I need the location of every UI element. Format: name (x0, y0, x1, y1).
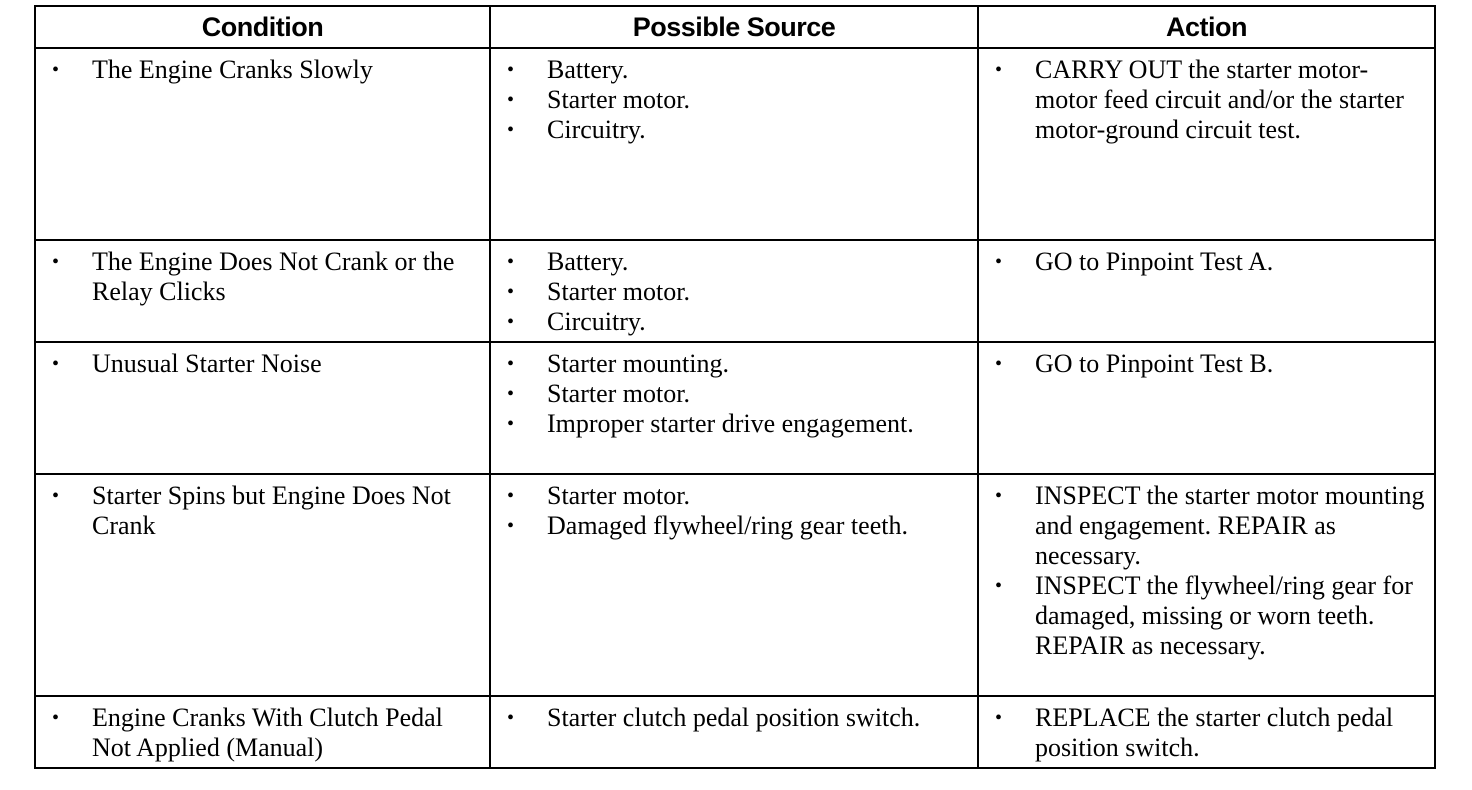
list-item: REPLACE the starter clutch pedal positio… (985, 703, 1428, 763)
table-row: The Engine Does Not Crank or the Relay C… (34, 239, 1436, 343)
action-cell: CARRY OUT the starter motor-motor feed c… (977, 47, 1436, 241)
source-cell: Battery. Starter motor. Circuitry. (489, 47, 979, 241)
action-cell: INSPECT the starter motor mounting and e… (977, 473, 1436, 697)
action-cell: REPLACE the starter clutch pedal positio… (977, 695, 1436, 769)
source-cell: Starter motor. Damaged flywheel/ring gea… (489, 473, 979, 697)
table-row: Unusual Starter Noise Starter mounting. … (34, 341, 1436, 475)
list-item: Starter Spins but Engine Does Not Crank (42, 481, 483, 541)
list-item: GO to Pinpoint Test B. (985, 349, 1428, 379)
list-item: Starter clutch pedal position switch. (497, 703, 971, 733)
source-cell: Battery. Starter motor. Circuitry. (489, 239, 979, 343)
header-action: Action (977, 5, 1436, 49)
list-item: Battery. (497, 247, 971, 277)
list-item: Damaged flywheel/ring gear teeth. (497, 511, 971, 541)
action-cell: GO to Pinpoint Test A. (977, 239, 1436, 343)
list-item: INSPECT the flywheel/ring gear for damag… (985, 571, 1428, 661)
header-condition: Condition (34, 5, 491, 49)
list-item: Engine Cranks With Clutch Pedal Not Appl… (42, 703, 483, 763)
list-item: Circuitry. (497, 115, 971, 145)
diagnosis-table: Condition Possible Source Action The Eng… (34, 5, 1436, 769)
condition-cell: The Engine Cranks Slowly (34, 47, 491, 241)
list-item: Starter motor. (497, 379, 971, 409)
header-row: Condition Possible Source Action (34, 5, 1436, 49)
source-cell: Starter clutch pedal position switch. (489, 695, 979, 769)
list-item: CARRY OUT the starter motor-motor feed c… (985, 55, 1428, 145)
list-item: Unusual Starter Noise (42, 349, 483, 379)
list-item: Battery. (497, 55, 971, 85)
list-item: Starter motor. (497, 277, 971, 307)
header-possible-source: Possible Source (489, 5, 979, 49)
list-item: The Engine Does Not Crank or the Relay C… (42, 247, 483, 307)
condition-cell: Starter Spins but Engine Does Not Crank (34, 473, 491, 697)
condition-cell: The Engine Does Not Crank or the Relay C… (34, 239, 491, 343)
list-item: GO to Pinpoint Test A. (985, 247, 1428, 277)
action-cell: GO to Pinpoint Test B. (977, 341, 1436, 475)
list-item: Starter motor. (497, 481, 971, 511)
list-item: Starter motor. (497, 85, 971, 115)
condition-cell: Engine Cranks With Clutch Pedal Not Appl… (34, 695, 491, 769)
list-item: Improper starter drive engagement. (497, 409, 971, 439)
list-item: Starter mounting. (497, 349, 971, 379)
table-row: Starter Spins but Engine Does Not Crank … (34, 473, 1436, 697)
condition-cell: Unusual Starter Noise (34, 341, 491, 475)
table-row: Engine Cranks With Clutch Pedal Not Appl… (34, 695, 1436, 769)
list-item: Circuitry. (497, 307, 971, 337)
source-cell: Starter mounting. Starter motor. Imprope… (489, 341, 979, 475)
table-row: The Engine Cranks Slowly Battery. Starte… (34, 47, 1436, 241)
list-item: The Engine Cranks Slowly (42, 55, 483, 85)
list-item: INSPECT the starter motor mounting and e… (985, 481, 1428, 571)
